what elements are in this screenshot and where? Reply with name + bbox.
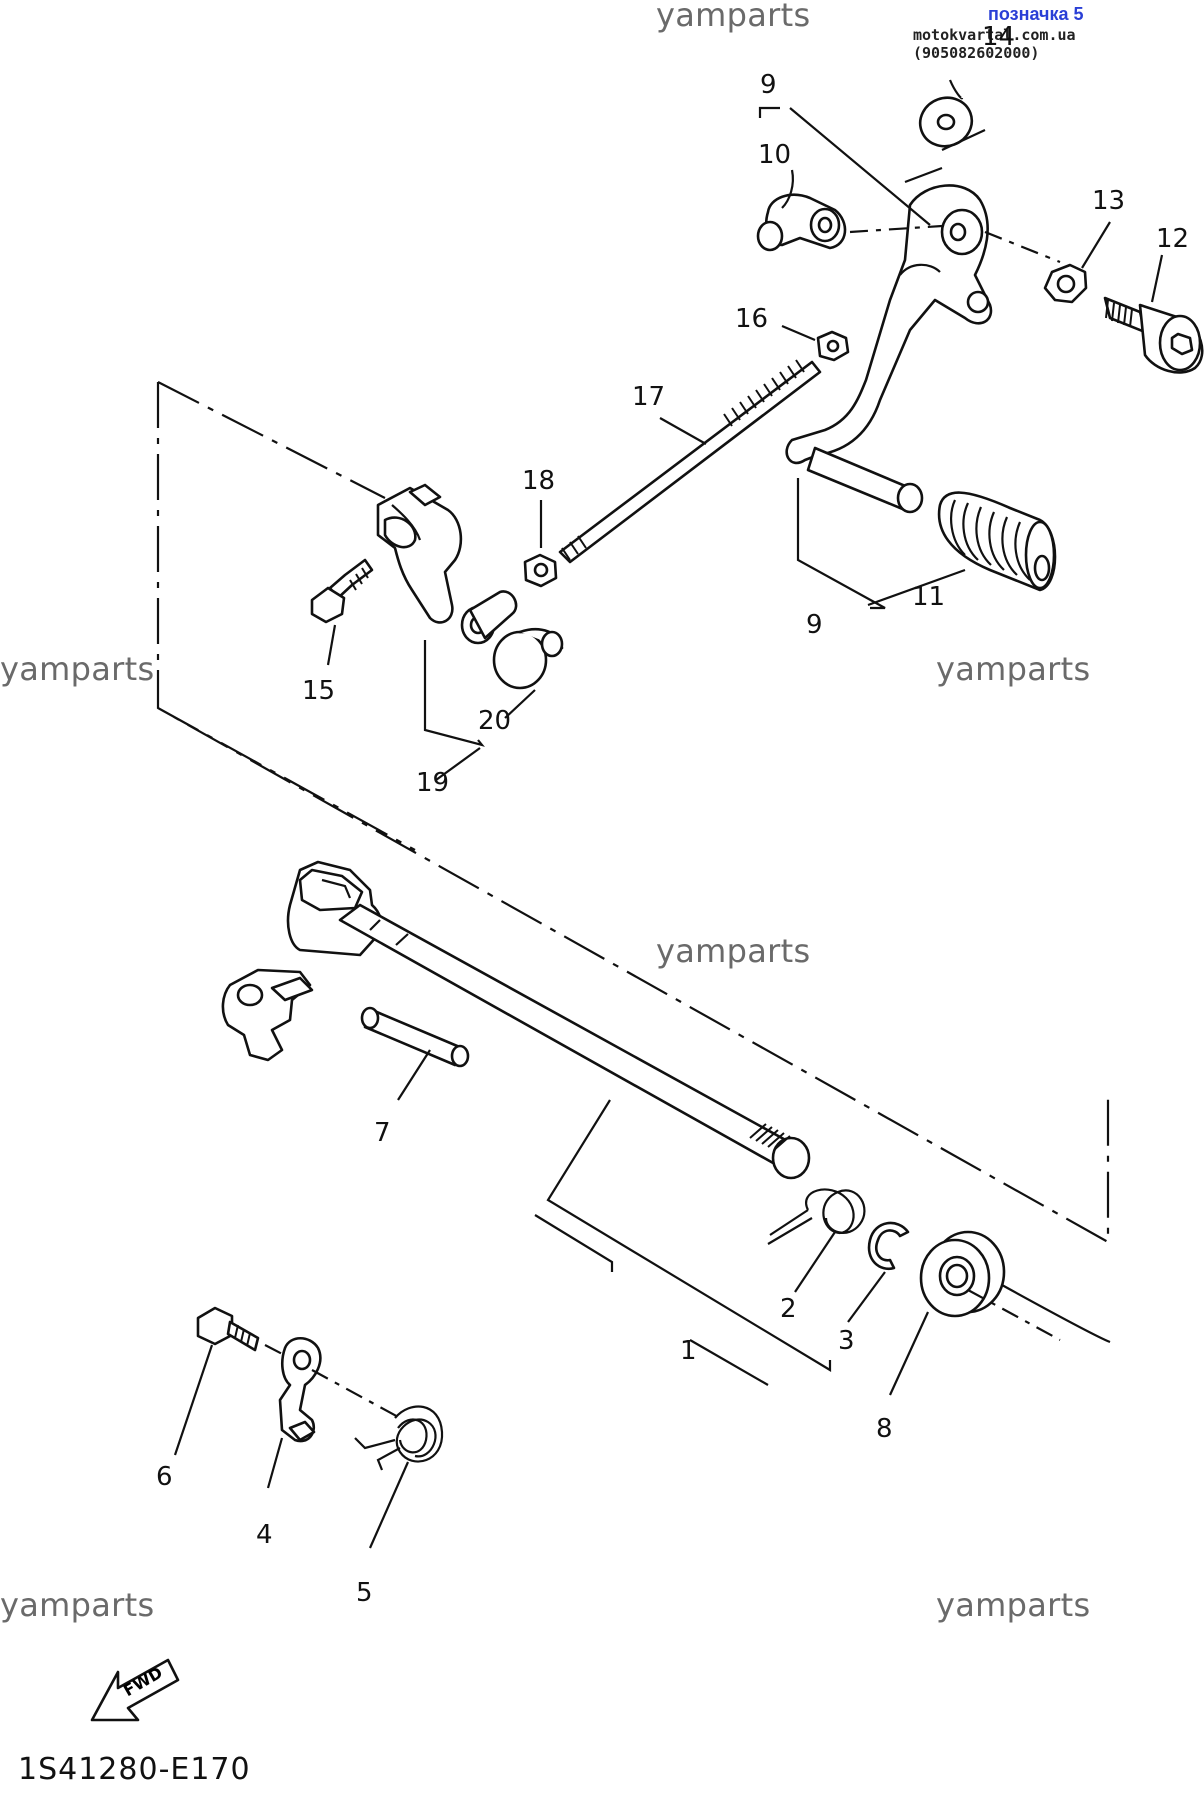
watermark: yamparts [936,650,1091,688]
part-14-washer [918,96,974,148]
callout-2: 2 [780,1294,797,1324]
callout-15: 15 [302,676,336,706]
callout-19: 19 [416,768,450,798]
callout-6: 6 [156,1462,173,1492]
callout-9b: 9 [806,610,823,640]
callout-14: 14 [982,22,1016,52]
part-4-lever [278,1336,322,1443]
part-8-oil-seal [919,1230,1006,1318]
footpeg-rubber [937,491,1057,592]
part-15-bolt [310,558,374,624]
part-16-nut [816,330,850,362]
fwd-arrow-icon [90,1658,180,1722]
callout-20: 20 [478,706,512,736]
watermark: yamparts [656,932,811,970]
callout-10: 10 [758,140,792,170]
watermark: yamparts [0,650,155,688]
part-19-shift-arm [376,483,518,645]
callout-3: 3 [838,1326,855,1356]
part-6-bolt [196,1306,260,1352]
callout-7: 7 [374,1118,391,1148]
header-tag: позначка 5 [988,4,1084,24]
callout-18: 18 [522,466,556,496]
callout-1: 1 [680,1336,697,1366]
callout-16: 16 [735,304,769,334]
callout-8: 8 [876,1414,893,1444]
part-7-pin [360,1006,470,1068]
part-2-spring [767,1188,866,1245]
callout-9: 9 [760,70,777,100]
part-5-spring [354,1405,444,1471]
part-12-bolt [1103,296,1204,374]
part-17-shift-rod [558,359,822,564]
callout-17: 17 [632,382,666,412]
part-13-lockwasher [1043,263,1088,304]
part-3-circlip [867,1221,910,1271]
part-18-nut [523,553,558,588]
shift-pedal-assembly [785,184,1057,592]
header-site: motokvartal.com.ua (905082602000) [913,26,1076,62]
callout-5: 5 [356,1578,373,1608]
callout-12: 12 [1156,224,1190,254]
callout-11: 11 [912,582,946,612]
part-20-boot [492,627,564,690]
assembly-frame-line [156,381,1110,1244]
watermark: yamparts [656,0,811,34]
watermark: yamparts [936,1586,1091,1624]
shift-shaft-assembly [221,860,811,1180]
callout-13: 13 [1092,186,1126,216]
part-10-fitting [756,193,847,252]
watermark: yamparts [0,1586,155,1624]
callout-4: 4 [256,1520,273,1550]
diagram-code: 1S41280-E170 [18,1752,251,1787]
